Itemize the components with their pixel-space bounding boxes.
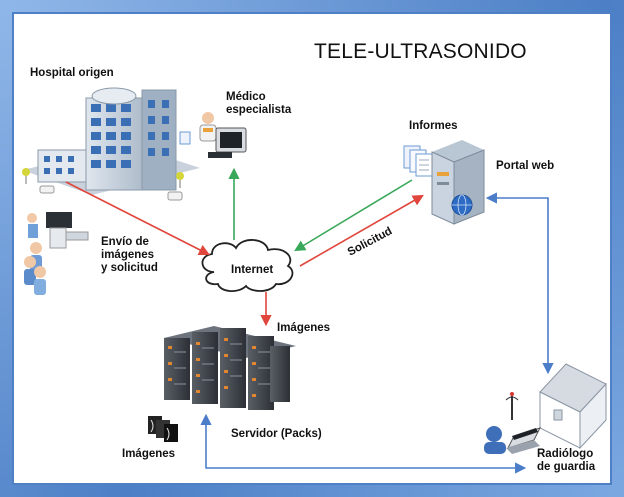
label-hospital-origen: Hospital origen [30, 67, 114, 79]
label-imagenes-arrow: Imágenes [277, 322, 331, 334]
doctor-computer-icon [179, 112, 247, 158]
arrow-internet-to-portal [299, 194, 424, 267]
radiologist-icon [484, 392, 541, 454]
arrow-portal-radiologo [485, 192, 554, 375]
label-envio: Envío de imágenes y solicitud [101, 236, 158, 274]
label-medico-especialista: Médico especialista [226, 91, 292, 116]
server-racks-illustration [164, 326, 296, 410]
web-server-icon [431, 140, 485, 225]
arrow-servidor-radiologo [200, 413, 527, 474]
arrow-portal-to-internet [294, 179, 413, 252]
arrow-hospital-to-internet [65, 181, 210, 256]
label-portal-web: Portal web [496, 160, 555, 172]
ultrasound-station [27, 212, 89, 249]
label-informes: Informes [409, 120, 458, 132]
page-title: TELE-ULTRASONIDO [314, 40, 527, 63]
internet-cloud [201, 239, 294, 292]
label-imagenes-bottom: Imágenes [122, 448, 176, 460]
label-servidor-packs: Servidor (Packs) [231, 428, 322, 440]
label-internet: Internet [231, 264, 274, 276]
house-icon [539, 363, 607, 450]
label-radiologo-guardia: Radiólogo de guardia [537, 448, 596, 473]
connection-arrows [65, 167, 554, 474]
hospital-illustration [22, 87, 200, 201]
documents-icon [403, 145, 433, 177]
people-icon [24, 242, 46, 295]
xray-images-icon [148, 416, 178, 442]
label-solicitud: Solicitud [346, 225, 395, 258]
